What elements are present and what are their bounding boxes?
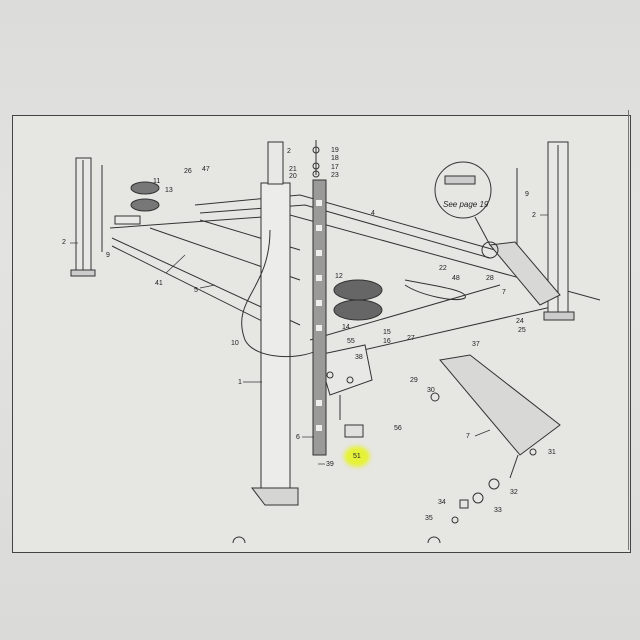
part-label: 41 bbox=[155, 280, 163, 287]
part-label: 28 bbox=[486, 275, 494, 282]
right-runway bbox=[194, 194, 561, 361]
part-label: 9 bbox=[106, 252, 110, 259]
part-label: 5 bbox=[194, 287, 198, 294]
left-rear-post bbox=[70, 157, 96, 277]
part-label: 32 bbox=[510, 489, 518, 496]
part-label: 19 bbox=[331, 147, 339, 154]
part-label: 34 bbox=[438, 499, 446, 506]
part-label: 48 bbox=[452, 275, 460, 282]
front-ramp bbox=[439, 354, 561, 456]
part-label: 1 bbox=[238, 379, 242, 386]
part-label: 2 bbox=[532, 212, 536, 219]
part-label: 20 bbox=[289, 173, 297, 180]
part-label: 9 bbox=[525, 191, 529, 198]
front-post bbox=[250, 141, 299, 506]
right-rear-post bbox=[543, 141, 575, 321]
bracket-51 bbox=[344, 424, 364, 438]
part-label: 33 bbox=[494, 507, 502, 514]
part-label: 35 bbox=[425, 515, 433, 522]
part-label: 12 bbox=[335, 273, 343, 280]
part-label: 30 bbox=[427, 387, 435, 394]
part-label: 21 bbox=[289, 166, 297, 173]
part-label: 47 bbox=[202, 166, 210, 173]
part-label: 38 bbox=[355, 354, 363, 361]
sheave-pair-rear bbox=[130, 181, 160, 212]
part-label: 14 bbox=[342, 324, 350, 331]
part-label: 24 bbox=[516, 318, 524, 325]
next-page-edge bbox=[628, 110, 640, 550]
detail-callout-circle bbox=[434, 161, 492, 219]
part-label: 17 bbox=[331, 164, 339, 171]
part-label: 11 bbox=[153, 178, 161, 185]
highlighted-part-label: 51 bbox=[347, 449, 367, 464]
part-label: 29 bbox=[410, 377, 418, 384]
part-label: 7 bbox=[502, 289, 506, 296]
sheave-pair-front bbox=[333, 279, 383, 321]
see-page-note: See page 19 bbox=[443, 200, 489, 209]
part-label: 15 bbox=[383, 329, 391, 336]
part-label: 10 bbox=[231, 340, 239, 347]
locking-ladder bbox=[312, 140, 327, 456]
part-label: 23 bbox=[331, 172, 339, 179]
part-label: 4 bbox=[371, 210, 375, 217]
part-label: 2 bbox=[62, 239, 66, 246]
part-label: 27 bbox=[407, 335, 415, 342]
part-label: 56 bbox=[394, 425, 402, 432]
part-label: 25 bbox=[518, 327, 526, 334]
part-label: 2 bbox=[287, 148, 291, 155]
rear-ramp bbox=[489, 241, 561, 306]
part-label: 26 bbox=[184, 168, 192, 175]
part-label: 18 bbox=[331, 155, 339, 162]
part-label: 7 bbox=[466, 433, 470, 440]
part-label: 6 bbox=[296, 434, 300, 441]
part-label: 16 bbox=[383, 338, 391, 345]
part-label: 55 bbox=[347, 338, 355, 345]
part-label: 13 bbox=[165, 187, 173, 194]
part-label: 37 bbox=[472, 341, 480, 348]
part-label: 31 bbox=[548, 449, 556, 456]
part-label: 22 bbox=[439, 265, 447, 272]
part-label: 39 bbox=[326, 461, 334, 468]
